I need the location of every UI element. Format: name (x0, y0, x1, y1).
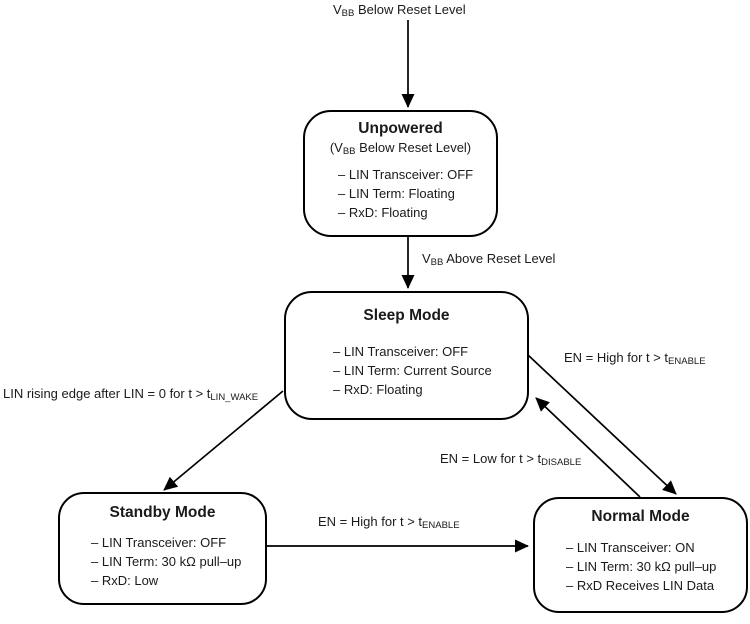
label-en-low-normal-to-sleep: EN = Low for t > tDISABLE (440, 451, 581, 467)
state-sleep-mode: Sleep Mode – LIN Transceiver: OFF – LIN … (284, 291, 529, 420)
subtitle-subscript: BB (342, 146, 356, 157)
label-text: Below Reset Level (354, 2, 466, 17)
label-text: EN = Low for t > t (440, 451, 542, 466)
property-line: – RxD: Low (91, 573, 159, 588)
state-properties: – LIN Transceiver: OFF – LIN Term: Curre… (286, 342, 527, 399)
state-subtitle: (VBB Below Reset Level) (305, 139, 496, 156)
label-subscript: LIN_WAKE (210, 392, 259, 403)
label-vbb-above-reset: VBB Above Reset Level (422, 251, 555, 267)
state-standby-mode: Standby Mode – LIN Transceiver: OFF – LI… (58, 492, 267, 605)
property-line: – RxD: Floating (338, 205, 428, 220)
state-normal-mode: Normal Mode – LIN Transceiver: ON – LIN … (533, 497, 748, 613)
label-subscript: ENABLE (668, 356, 706, 367)
property-line: – LIN Term: 30 kΩ pull–up (91, 554, 242, 569)
label-subscript: DISABLE (541, 457, 582, 468)
label-text: EN = High for t > t (318, 514, 423, 529)
property-line: – LIN Transceiver: OFF (91, 535, 227, 550)
label-text: EN = High for t > t (564, 350, 669, 365)
arrow-normal-to-sleep (535, 397, 641, 498)
state-properties: – LIN Transceiver: OFF – LIN Term: 30 kΩ… (60, 533, 265, 590)
property-line: – LIN Term: Floating (338, 186, 455, 201)
state-title: Unpowered (358, 120, 443, 137)
property-line: – RxD: Floating (333, 382, 423, 397)
label-text: V (333, 2, 342, 17)
label-subscript: BB (430, 257, 444, 268)
label-subscript: BB (341, 8, 355, 19)
label-lin-rising-edge: LIN rising edge after LIN = 0 for t > tL… (3, 386, 258, 402)
property-line: – RxD Receives LIN Data (566, 578, 715, 593)
label-text: LIN rising edge after LIN = 0 for t > t (3, 386, 211, 401)
label-en-high-standby-to-normal: EN = High for t > tENABLE (318, 514, 460, 530)
state-unpowered: Unpowered (VBB Below Reset Level) – LIN … (303, 110, 498, 237)
state-title: Sleep Mode (363, 307, 450, 324)
subtitle-text: (V (329, 140, 343, 155)
property-line: – LIN Transceiver: ON (566, 540, 695, 555)
arrow-sleep-to-standby (163, 390, 284, 491)
arrow-sleep-to-normal (527, 354, 677, 495)
state-title: Normal Mode (591, 508, 690, 525)
property-line: – LIN Transceiver: OFF (333, 344, 469, 359)
state-properties: – LIN Transceiver: OFF – LIN Term: Float… (305, 165, 496, 222)
property-line: – LIN Term: Current Source (333, 363, 492, 378)
label-en-high-sleep-to-normal: EN = High for t > tENABLE (564, 350, 706, 366)
label-subscript: ENABLE (422, 520, 460, 531)
state-properties: – LIN Transceiver: ON – LIN Term: 30 kΩ … (535, 538, 746, 595)
label-text: Above Reset Level (443, 251, 556, 266)
property-line: – LIN Term: 30 kΩ pull–up (566, 559, 717, 574)
state-title: Standby Mode (109, 504, 216, 521)
label-vbb-below-reset: VBB Below Reset Level (333, 2, 466, 18)
label-text: V (422, 251, 431, 266)
property-line: – LIN Transceiver: OFF (338, 167, 474, 182)
subtitle-text: Below Reset Level) (355, 140, 472, 155)
